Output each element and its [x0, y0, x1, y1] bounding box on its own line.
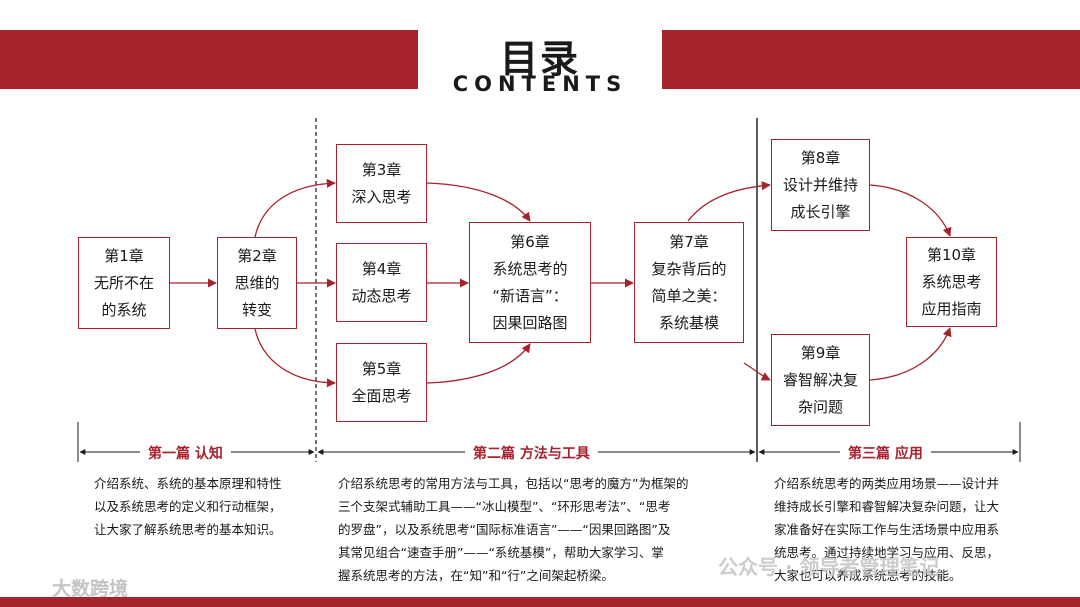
part-label-3: 第三篇 应用 [840, 443, 931, 463]
arrow-ch7-ch9 [743, 362, 771, 381]
header-band-right [662, 30, 1080, 89]
watermark-left: 大数跨境 [52, 578, 129, 600]
arrow-ch7-ch8 [687, 181, 771, 222]
chapter-box-10: 第10章系统思考应用指南 [906, 237, 997, 327]
page-subtitle: CONTENTS [452, 72, 628, 96]
chapter-box-8: 第8章设计并维持成长引擎 [771, 139, 870, 231]
footer-band [0, 597, 1080, 607]
chapter-box-9: 第9章睿智解决复杂问题 [771, 334, 870, 426]
arrow-ch9-ch10 [869, 327, 952, 381]
part-label-2: 第二篇 方法与工具 [465, 443, 598, 463]
arrow-ch8-ch10 [869, 184, 952, 237]
chapter-box-3: 第3章深入思考 [336, 144, 427, 223]
chapter-box-2: 第2章思维的转变 [217, 237, 297, 329]
header-band-left [0, 30, 418, 89]
chapter-box-4: 第4章动态思考 [336, 243, 427, 322]
arrow-ch2-ch3 [254, 178, 336, 238]
arrow-ch3-ch6 [426, 182, 531, 222]
chapter-box-5: 第5章全面思考 [336, 343, 427, 422]
chapter-box-1: 第1章无所不在的系统 [78, 237, 170, 329]
part-description-2: 介绍系统思考的常用方法与工具，包括以“思考的魔方”为框架的三个支架式辅助工具——… [338, 476, 689, 583]
part-label-1: 第一篇 认知 [140, 443, 231, 463]
arrow-ch5-ch6 [426, 343, 531, 384]
part-description-1: 介绍系统、系统的基本原理和特性以及系统思考的定义和行动框架，让大家了解系统思考的… [94, 476, 282, 537]
chapter-box-6: 第6章系统思考的“新语言”：因果回路图 [469, 222, 591, 343]
arrow-ch2-ch5 [254, 328, 336, 388]
page-title: 目录 [499, 37, 580, 81]
watermark-right: 公众号 · 领导者管理笔记 [718, 555, 940, 579]
part-description-3: 介绍系统思考的两类应用场景——设计并维持成长引擎和睿智解决复杂问题，让大家准备好… [774, 476, 1000, 583]
chapter-box-7: 第7章复杂背后的简单之美：系统基模 [634, 222, 744, 343]
